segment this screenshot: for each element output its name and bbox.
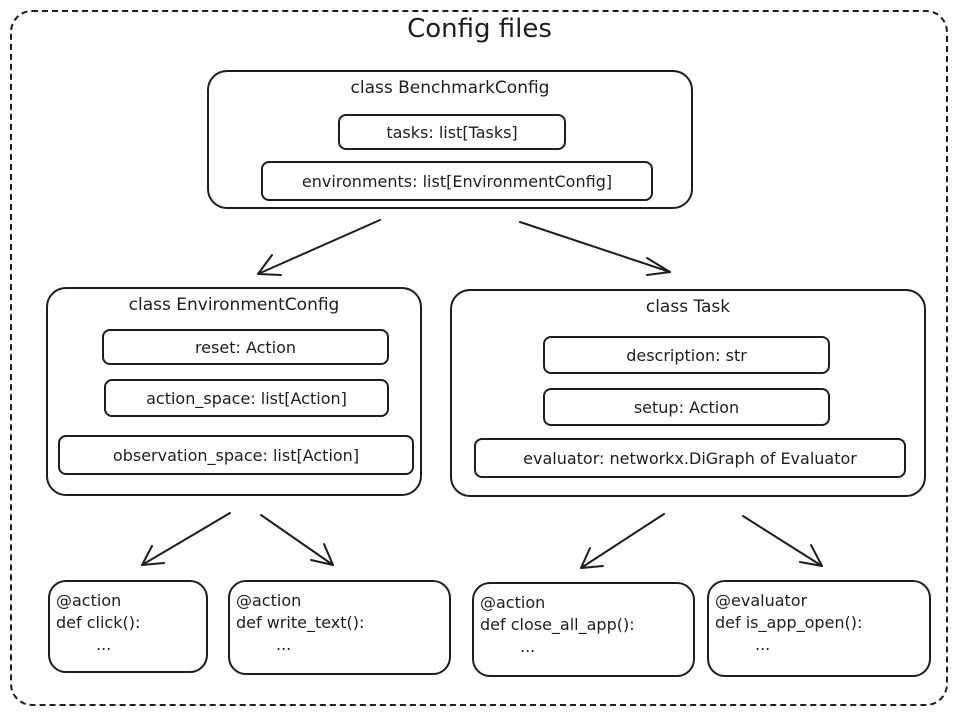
arrow-benchmark-to-environment xyxy=(257,219,381,276)
function-signature: def is_app_open(): xyxy=(715,613,863,632)
function-body: ... xyxy=(96,635,112,654)
config-files-frame xyxy=(10,10,948,706)
arrow-benchmark-to-task xyxy=(519,221,671,276)
function-body: ... xyxy=(520,637,536,656)
benchmark-config-box: class BenchmarkConfig tasks: list[Tasks]… xyxy=(207,70,693,209)
function-signature: def click(): xyxy=(56,613,141,632)
tasks-field: tasks: list[Tasks] xyxy=(338,114,566,150)
arrow-environment-to-write-text xyxy=(260,514,334,566)
decorator-label: @action xyxy=(480,593,546,612)
reset-field: reset: Action xyxy=(102,329,389,365)
function-body: ... xyxy=(755,635,771,654)
action-space-field: action_space: list[Action] xyxy=(104,379,389,417)
benchmark-config-title: class BenchmarkConfig xyxy=(350,78,550,98)
setup-field: setup: Action xyxy=(543,388,830,426)
decorator-label: @action xyxy=(56,591,122,610)
evaluator-field: evaluator: networkx.DiGraph of Evaluator xyxy=(474,438,906,478)
function-body: ... xyxy=(276,635,292,654)
write-text-action-box: @action def write_text(): ... xyxy=(228,580,451,675)
observation-space-field: observation_space: list[Action] xyxy=(58,435,414,475)
arrow-environment-to-click xyxy=(141,512,231,566)
function-signature: def write_text(): xyxy=(236,613,365,632)
description-field: description: str xyxy=(543,336,830,374)
task-box: class Task description: str setup: Actio… xyxy=(450,289,926,497)
is-app-open-evaluator-box: @evaluator def is_app_open(): ... xyxy=(707,580,931,677)
click-action-box: @action def click(): ... xyxy=(48,580,208,673)
environment-config-box: class EnvironmentConfig reset: Action ac… xyxy=(46,287,422,496)
function-signature: def close_all_app(): xyxy=(480,615,635,634)
task-title: class Task xyxy=(645,297,731,317)
environment-config-title: class EnvironmentConfig xyxy=(128,295,340,315)
environments-field: environments: list[EnvironmentConfig] xyxy=(261,161,653,201)
close-all-app-action-box: @action def close_all_app(): ... xyxy=(472,582,695,677)
decorator-label: @evaluator xyxy=(715,591,808,610)
arrow-task-to-close-all-app xyxy=(580,513,665,569)
decorator-label: @action xyxy=(236,591,302,610)
arrow-task-to-is-app-open xyxy=(742,515,823,567)
diagram-title: Config files xyxy=(407,14,552,44)
